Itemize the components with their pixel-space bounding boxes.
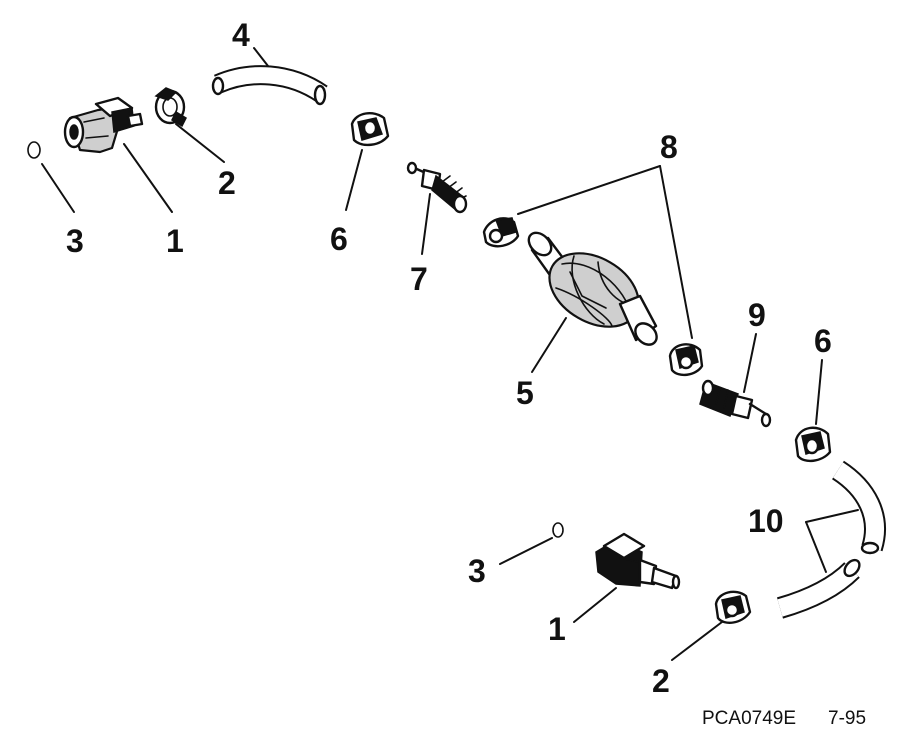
leader-5 — [531, 317, 567, 373]
part-connector-bottom — [595, 532, 681, 590]
callout-10: 10 — [748, 503, 784, 539]
part-clamp-top-left — [154, 87, 187, 128]
leader-3-top — [41, 163, 75, 213]
callout-8: 8 — [660, 129, 678, 165]
leader-9 — [743, 333, 757, 393]
part-primer-bulb — [527, 231, 658, 346]
leader-2-bottom — [671, 621, 723, 661]
leader-8b — [659, 165, 693, 339]
leader-10a — [805, 509, 859, 523]
callout-6-right: 6 — [814, 323, 832, 359]
part-clamp-bulb-right — [668, 343, 704, 377]
part-clamp-bottom — [714, 590, 752, 624]
leader-7 — [421, 193, 431, 255]
callout-2-top: 2 — [218, 165, 236, 201]
callout-6-top: 6 — [330, 221, 348, 257]
figure-code: PCA0749E — [702, 708, 796, 729]
leader-8a — [517, 165, 661, 215]
callout-4: 4 — [232, 17, 250, 53]
part-o-ring-top — [27, 141, 41, 159]
figure-date: 7-95 — [828, 708, 866, 729]
part-connector-top — [63, 96, 144, 154]
part-clamp-bulb-left — [482, 217, 520, 248]
leader-1-bottom — [573, 587, 617, 623]
part-clamp-top-right — [350, 112, 390, 147]
callout-3-bottom: 3 — [468, 553, 486, 589]
leader-6-top — [345, 149, 363, 211]
callout-numbers: 3 1 2 4 6 7 8 5 9 6 10 3 1 2 — [66, 17, 832, 699]
part-hose-top — [211, 65, 328, 106]
leader-3-bottom — [499, 537, 553, 565]
part-o-ring-bottom — [552, 522, 564, 538]
part-fitting-right — [699, 379, 772, 428]
leader-4 — [253, 47, 269, 67]
callout-1-top: 1 — [166, 223, 184, 259]
leader-2-top — [175, 123, 225, 163]
callout-3-top: 3 — [66, 223, 84, 259]
callout-5: 5 — [516, 375, 534, 411]
leader-1-top — [123, 143, 173, 213]
leader-10b — [805, 521, 827, 573]
callout-2-bottom: 2 — [652, 663, 670, 699]
part-clamp-right — [794, 426, 832, 463]
part-fitting-left — [406, 161, 468, 214]
leader-6-right — [815, 359, 823, 425]
callout-7: 7 — [410, 261, 428, 297]
figure-footer: PCA0749E 7-95 — [702, 708, 866, 729]
part-hoses-right — [776, 460, 886, 619]
leader-lines — [41, 47, 859, 661]
callout-9: 9 — [748, 297, 766, 333]
callout-1-bottom: 1 — [548, 611, 566, 647]
